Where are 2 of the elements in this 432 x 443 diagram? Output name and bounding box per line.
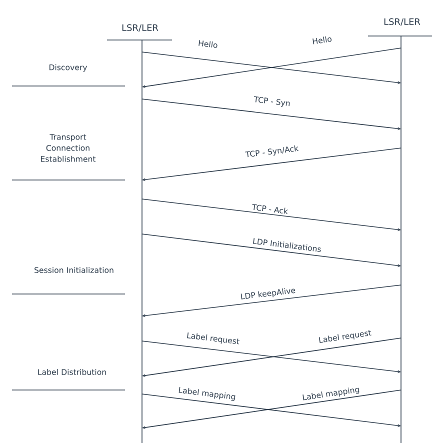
arrow bbox=[142, 284, 402, 318]
arrow bbox=[142, 148, 402, 182]
